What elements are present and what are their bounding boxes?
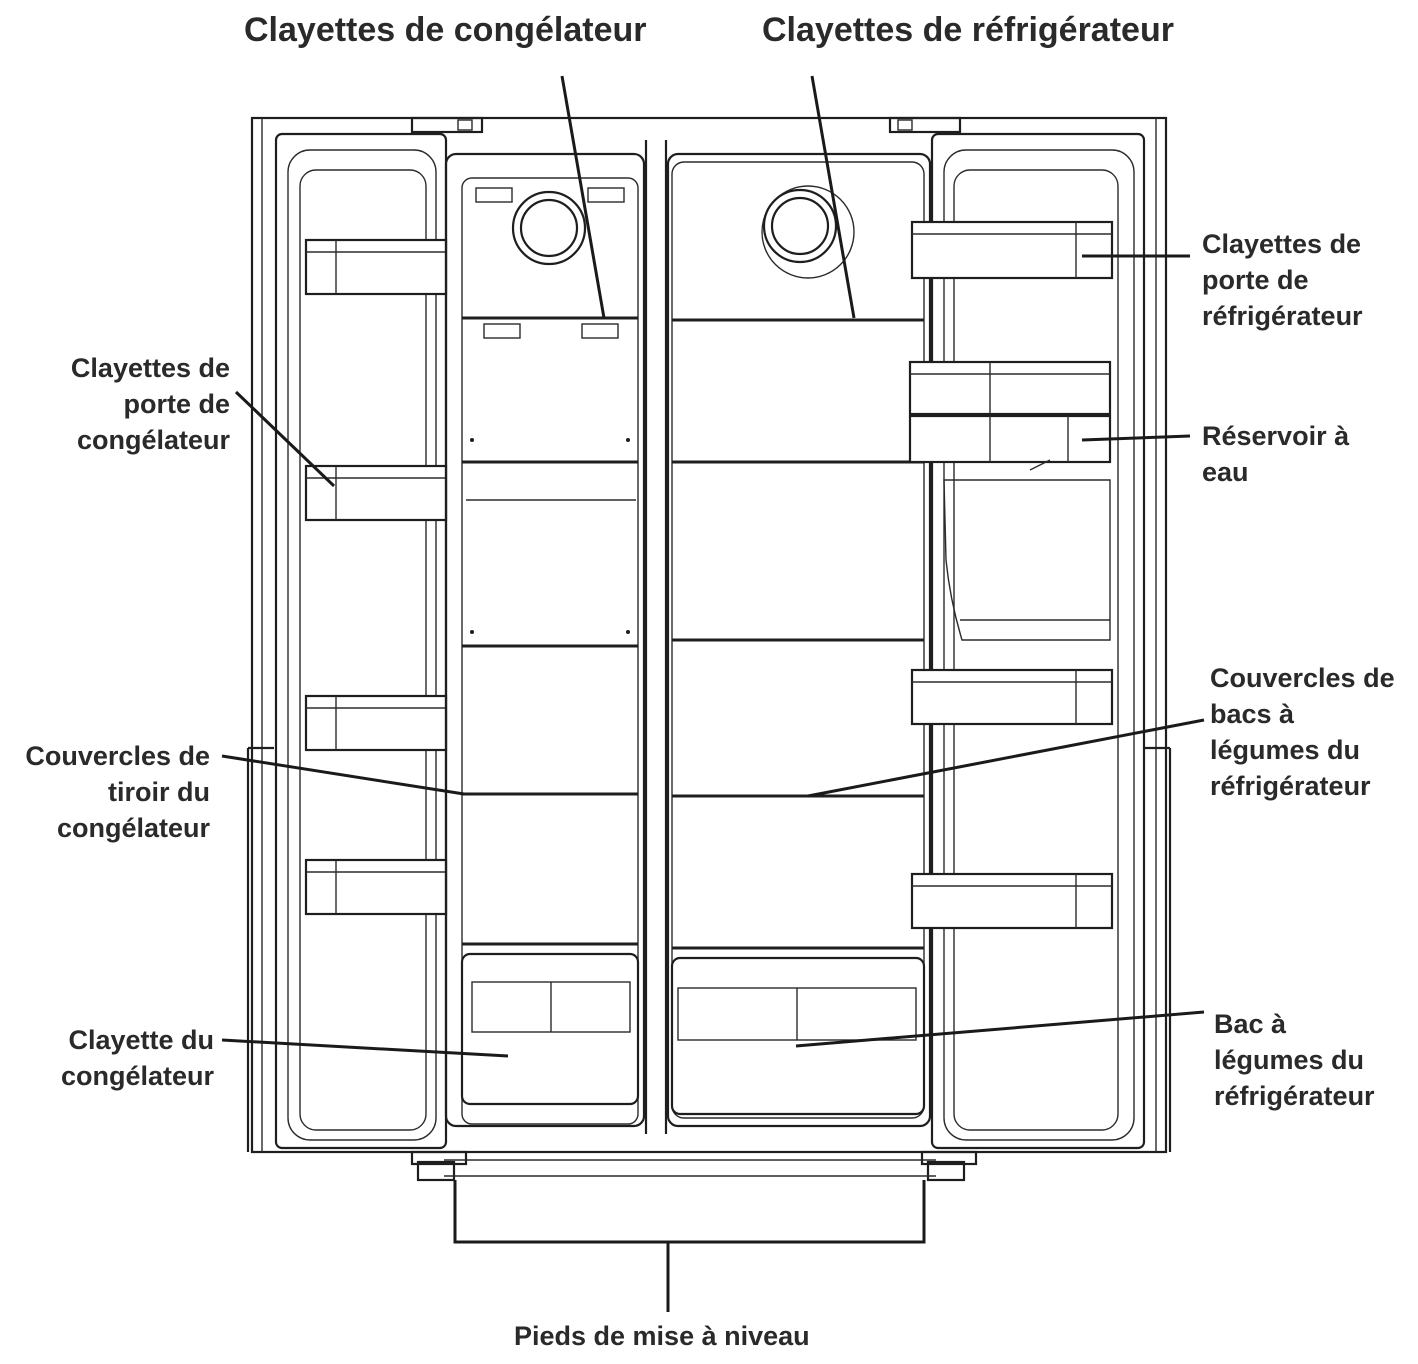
leader-freezer-drawer-covers [221,754,465,796]
leader-water-tank [1081,434,1191,442]
label-leveling-feet: Pieds de mise à niveau [514,1321,810,1351]
label-fridge-door-shelves: Clayettes de porte de réfrigérateur [1202,229,1363,331]
label-freezer-door-shelves: Clayettes de porte de congélateur [70,353,230,455]
fridge-compartment [666,152,932,1128]
label-freezer-drawer-covers: Couvercles de tiroir du congélateur [25,741,210,843]
label-crisper-covers: Couvercles de bacs à légumes du réfrigér… [1210,663,1395,801]
freezer-door-bin-3 [304,694,448,752]
fridge-door [908,132,1146,1150]
cabinet [246,116,1172,1154]
fridge-door-bin-3 [910,668,1114,726]
leader-crisper-covers [807,718,1205,798]
label-water-tank: Réservoir à eau [1202,421,1350,487]
freezer-fan [475,187,625,266]
leader-crisper [795,1010,1205,1048]
freezer-drawer [460,952,640,1106]
freezer-door-bin-4 [304,858,448,916]
leveling-feet [410,1150,978,1182]
center-mullion [644,140,668,1134]
freezer-door [274,132,448,1150]
leader-lines [221,75,1205,1312]
leader-freezer-shelves [560,75,606,319]
label-fridge-shelves: Clayettes de réfrigérateur [762,11,1174,49]
fridge-door-bin-1 [910,220,1114,280]
leader-freezer-shelf [221,1038,509,1058]
leader-feet-bracket [453,1180,926,1244]
freezer-door-bin-2 [304,464,448,522]
fridge-door-bin-2 [908,360,1112,416]
label-crisper: Bac à légumes du réfrigérateur [1214,1009,1375,1111]
fridge-fan [761,185,855,279]
fridge-crisper [670,956,926,1116]
leader-fridge-shelves [810,75,856,319]
fridge-door-bin-4 [910,872,1114,930]
label-freezer-shelves: Clayettes de congélateur [244,11,647,49]
label-freezer-shelf: Clayette du congélateur [60,1025,214,1091]
water-tank-shape [908,414,1112,471]
leader-freezer-door-shelves [234,390,336,488]
freezer-compartment [444,152,646,1128]
freezer-door-bin-1 [304,238,448,296]
